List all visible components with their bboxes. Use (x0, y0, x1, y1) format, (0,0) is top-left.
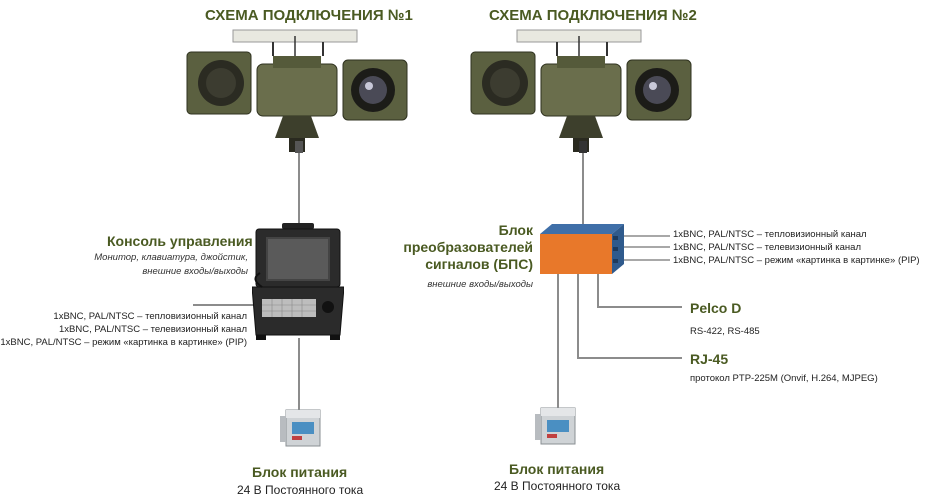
output-item: 1xBNC, PAL/NTSC – тепловизионный канал (53, 311, 247, 322)
console-description: Монитор, клавиатура, джойстик, внешние в… (94, 252, 248, 277)
power-supply-icon (535, 407, 576, 445)
power2-sub: 24 В Постоянного тока (494, 479, 621, 493)
rj45-label: RJ-45 (690, 351, 729, 367)
output-item: 1xBNC, PAL/NTSC – телевизионный канал (58, 324, 247, 335)
converter-pelco-line (597, 274, 682, 308)
ptz-camera-icon (186, 29, 408, 152)
signal-converter-block-icon (540, 224, 624, 274)
console-label: Консоль управления (107, 233, 253, 249)
scheme2-title: СХЕМА ПОДКЛЮЧЕНИЯ №2 (489, 7, 697, 24)
scheme1-title: СХЕМА ПОДКЛЮЧЕНИЯ №1 (205, 7, 413, 24)
converter-description: внешние входы/выходы (427, 279, 533, 290)
rj45-sub: протокол PTP-225M (Onvif, H.264, MJPEG) (690, 373, 878, 384)
output-item: 1xBNC, PAL/NTSC – режим «картинка в карт… (673, 255, 920, 266)
power-supply-icon (280, 409, 321, 447)
power2-label: Блок питания (509, 461, 605, 477)
pelco-label: Pelco D (690, 300, 742, 316)
converter-label: Блок преобразователей сигналов (БПС) (403, 222, 533, 272)
control-console-icon (252, 223, 344, 340)
connector-plug-icon (295, 141, 303, 153)
output-item: 1xBNC, PAL/NTSC – режим «картинка в карт… (0, 337, 247, 348)
converter-outputs-list: 1xBNC, PAL/NTSC – тепловизионный канал 1… (673, 228, 920, 267)
ptz-camera-icon (470, 29, 692, 152)
output-item: 1xBNC, PAL/NTSC – тепловизионный канал (673, 229, 867, 240)
pelco-sub: RS-422, RS-485 (690, 326, 760, 337)
power1-label: Блок питания (252, 464, 348, 480)
connector-plug-icon (579, 141, 587, 153)
power1-sub: 24 В Постоянного тока (237, 483, 364, 497)
console-outputs-list: 1xBNC, PAL/NTSC – тепловизионный канал 1… (0, 310, 247, 349)
converter-rj45-line (577, 274, 682, 359)
output-item: 1xBNC, PAL/NTSC – телевизионный канал (673, 242, 862, 253)
